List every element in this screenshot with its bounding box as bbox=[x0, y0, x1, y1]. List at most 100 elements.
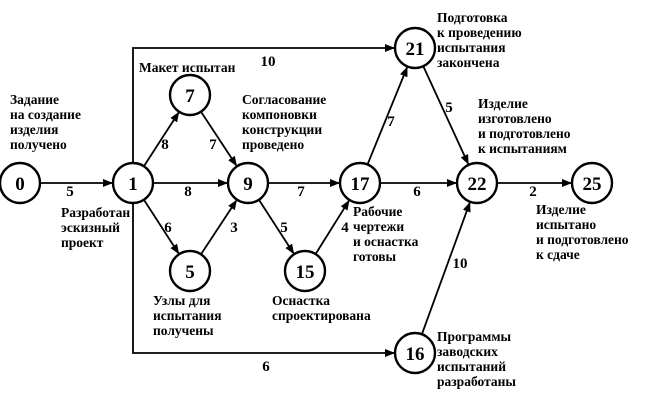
annotation-line: и подготовлено bbox=[536, 232, 629, 247]
node-7: 7 bbox=[168, 73, 212, 117]
edge-17-21 bbox=[366, 66, 408, 165]
annotation-line: Согласование bbox=[242, 92, 326, 107]
annotation-line: Макет испытан bbox=[139, 60, 236, 75]
node-circle bbox=[283, 249, 327, 293]
annotation-line: спроектирована bbox=[272, 308, 371, 323]
annotation-line: изготовлено bbox=[478, 111, 552, 126]
node-circle bbox=[338, 161, 382, 205]
annotation-line: закончена bbox=[437, 55, 500, 70]
annotation-line: Изделие bbox=[478, 96, 528, 111]
annotation-line: испытания bbox=[437, 40, 506, 55]
edge-1-21 bbox=[132, 44, 395, 163]
annotation-line: Программы bbox=[437, 329, 512, 344]
node-label: 0 bbox=[15, 174, 25, 195]
edges-layer bbox=[40, 44, 572, 357]
node-label: 7 bbox=[185, 86, 195, 107]
annotation-line: Оснастка bbox=[272, 293, 330, 308]
edge-weight-0-1: 5 bbox=[66, 184, 74, 200]
node-circle bbox=[393, 331, 437, 375]
edge-21-22 bbox=[422, 65, 470, 165]
edge-weight-22-25: 2 bbox=[529, 184, 537, 200]
annotation-mockup: Макет испытан bbox=[139, 60, 236, 75]
edge-5-9 bbox=[200, 199, 238, 255]
annotation-line: испытано bbox=[536, 217, 596, 232]
node-circle bbox=[393, 26, 437, 70]
annotation-line: эскизный bbox=[61, 220, 120, 235]
edge-1-16 bbox=[132, 203, 395, 357]
edge-weight-5-9: 3 bbox=[230, 220, 238, 236]
edge-1-5 bbox=[143, 199, 180, 255]
annotation-line: конструкции bbox=[242, 122, 322, 137]
edge-weight-17-22: 6 bbox=[413, 184, 421, 200]
node-5: 5 bbox=[168, 249, 212, 293]
annotation-line: к сдаче bbox=[536, 247, 580, 262]
node-15: 15 bbox=[283, 249, 327, 293]
node-22: 22 bbox=[455, 161, 499, 205]
edge-weight-17-21: 7 bbox=[387, 114, 395, 130]
annotation-line: Разработан bbox=[61, 205, 130, 220]
annotation-line: компоновки bbox=[242, 107, 317, 122]
edge-weight-1-21: 10 bbox=[261, 54, 276, 70]
node-circle bbox=[455, 161, 499, 205]
edge-weights-layer: 5 8 8 6 10 6 7 3 7 5 4 7 6 5 10 2 bbox=[66, 54, 537, 375]
edge-weight-7-9: 7 bbox=[209, 137, 217, 153]
edge-15-17 bbox=[314, 199, 350, 255]
edge-weight-15-17: 4 bbox=[341, 220, 349, 236]
annotation-line: к проведению bbox=[437, 25, 522, 40]
annotation-line: Изделие bbox=[536, 202, 586, 217]
annotation-line: Рабочие bbox=[353, 204, 402, 219]
annotation-line: проведено bbox=[242, 137, 304, 152]
edge-weight-16-22: 10 bbox=[453, 256, 468, 272]
node-17: 17 bbox=[338, 161, 382, 205]
edge-weight-9-17: 7 bbox=[297, 184, 305, 200]
node-label: 1 bbox=[128, 174, 138, 195]
node-9: 9 bbox=[226, 161, 270, 205]
node-label: 17 bbox=[351, 174, 371, 195]
edge-weight-1-7: 8 bbox=[161, 137, 169, 153]
edge-weight-1-5: 6 bbox=[164, 220, 172, 236]
edge-weight-1-9: 8 bbox=[184, 184, 192, 200]
node-label: 9 bbox=[243, 174, 253, 195]
annotation-line: испытаний bbox=[437, 359, 506, 374]
annotation-line: к испытаниям bbox=[478, 141, 567, 156]
annotation-line: изделия bbox=[10, 122, 58, 137]
edge-7-9 bbox=[200, 111, 238, 167]
node-label: 16 bbox=[406, 344, 425, 365]
edge-weight-9-15: 5 bbox=[280, 220, 288, 236]
annotation-line: чертежи bbox=[353, 219, 404, 234]
node-21: 21 bbox=[393, 26, 437, 70]
node-label: 25 bbox=[583, 174, 602, 195]
annotation-line: проект bbox=[61, 235, 104, 250]
edge-weight-21-22: 5 bbox=[445, 100, 453, 116]
node-label: 15 bbox=[296, 262, 315, 283]
node-0: 0 bbox=[0, 161, 42, 205]
annotation-line: Узлы для bbox=[153, 293, 210, 308]
node-circle bbox=[226, 161, 270, 205]
node-25: 25 bbox=[570, 161, 614, 205]
annotation-line: получены bbox=[153, 323, 214, 338]
node-16: 16 bbox=[393, 331, 437, 375]
edge-weight-1-16: 6 bbox=[262, 359, 270, 375]
node-circle bbox=[570, 161, 614, 205]
edge-1-7 bbox=[143, 111, 180, 167]
edge-9-15 bbox=[258, 199, 295, 255]
annotation-line: готовы bbox=[353, 249, 397, 264]
node-label: 22 bbox=[468, 174, 487, 195]
node-label: 5 bbox=[185, 262, 195, 283]
node-1: 1 bbox=[111, 161, 155, 205]
annotation-line: на создание bbox=[10, 107, 81, 122]
node-circle bbox=[168, 73, 212, 117]
node-circle bbox=[0, 161, 42, 205]
